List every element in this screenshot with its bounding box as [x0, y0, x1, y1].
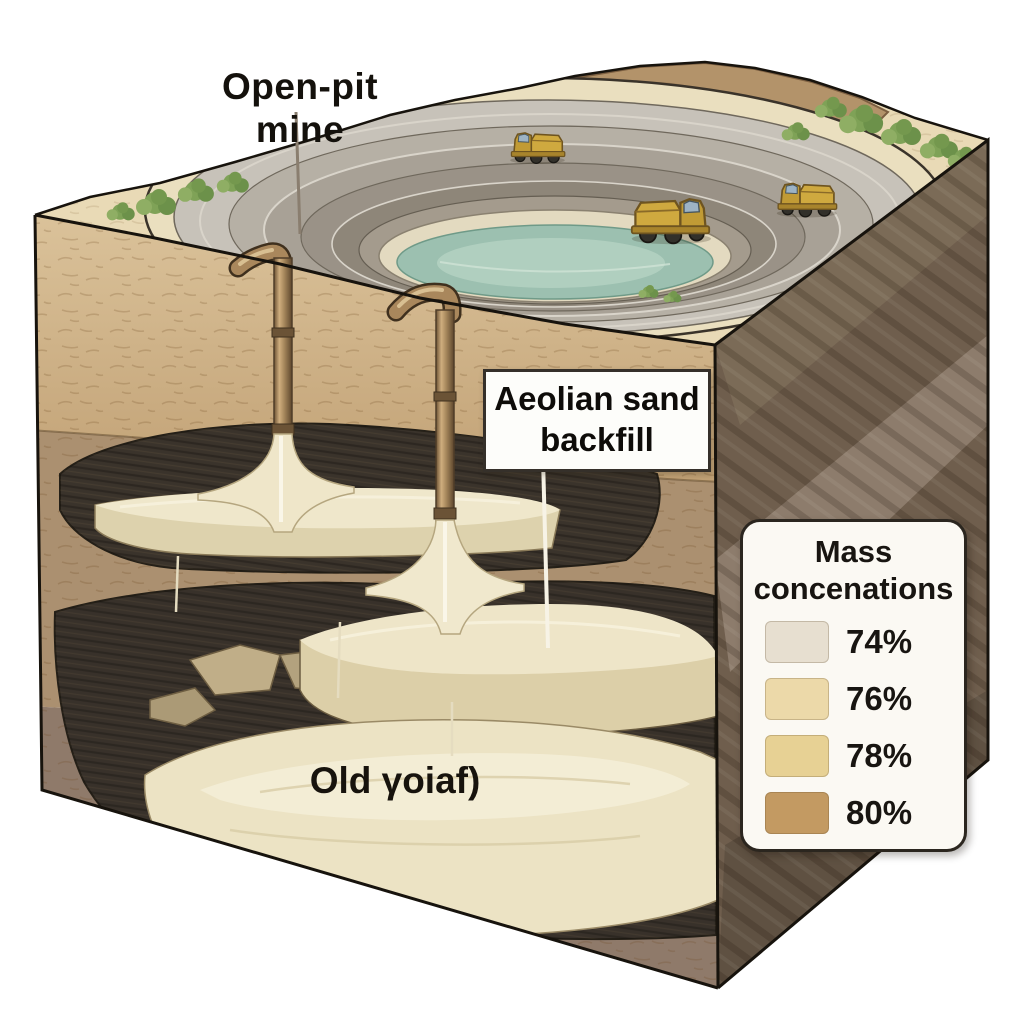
legend-item-78: 78%	[765, 735, 964, 778]
mining-truck-icon	[509, 132, 566, 165]
backfill-leader-line	[541, 457, 550, 649]
legend-label-78: 78%	[846, 737, 913, 775]
open-pit-leader-line	[294, 111, 302, 235]
backfill-layer-middle	[299, 604, 718, 737]
block-outline	[33, 60, 990, 990]
old-goaf-label: Old γoiaf)	[309, 760, 481, 801]
legend-title: Mass concenations	[743, 534, 964, 607]
legend-swatch-74	[765, 621, 829, 664]
legend-item-76: 76%	[765, 678, 964, 721]
legend-title-line2: concenations	[753, 570, 954, 606]
legend-item-80: 80%	[765, 792, 964, 835]
legend-panel: Mass concenations 74% 76% 78% 80%	[740, 519, 967, 852]
legend-item-74: 74%	[765, 621, 964, 664]
legend-title-line1: Mass	[814, 534, 893, 569]
open-pit-mine-label: Open-pit mine	[221, 66, 379, 150]
backfill-label-line2: backfill	[540, 421, 654, 459]
legend-swatch-80	[765, 792, 829, 835]
slurry-trumpet-left	[197, 433, 355, 533]
slurry-drips	[174, 555, 454, 756]
backfill-label-line1: Aeolian sand	[494, 380, 700, 417]
legend-label-74: 74%	[846, 623, 913, 661]
mining-truck-icon	[775, 182, 838, 219]
legend-rows: 74% 76% 78% 80%	[765, 621, 964, 835]
open-pit-terraces	[143, 76, 947, 344]
legend-label-76: 76%	[846, 680, 913, 718]
legend-label-80: 80%	[846, 794, 913, 832]
legend-swatch-78	[765, 735, 829, 778]
mining-truck-icon	[630, 198, 713, 246]
aeolian-sand-backfill-label: Aeolian sand backfill	[483, 369, 711, 472]
borehole-pipe-right	[386, 282, 462, 523]
legend-swatch-76	[765, 678, 829, 721]
